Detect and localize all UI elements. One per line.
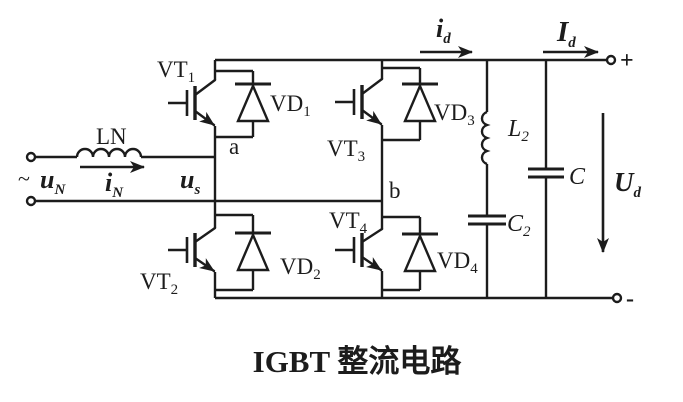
bridge-voltage-label: us: [180, 165, 200, 198]
diagram-caption: IGBT 整流电路: [253, 344, 463, 379]
node-b-label: b: [389, 178, 401, 203]
source-voltage-label: uN: [40, 165, 66, 198]
vt3-emitter: [360, 108, 383, 126]
dc-terminal-minus: [611, 292, 623, 304]
vd4-label: VD4: [437, 248, 478, 277]
igbt-module-vt4: VT4 VD4: [329, 208, 478, 292]
ac-tilde: ~: [18, 166, 30, 191]
output-voltage-label: Ud: [614, 167, 642, 201]
igbt-module-vt3: VT3 VD3: [327, 66, 475, 165]
l2-inductor-coil: [480, 110, 491, 166]
vt1-label: VT1: [157, 57, 195, 86]
vt3-label: VT3: [327, 136, 365, 165]
dc-filter-section: L2 C2 C: [468, 60, 586, 298]
vd2-label: VD2: [280, 254, 321, 283]
l2-label: L2: [507, 116, 529, 145]
vt3-collector: [360, 77, 384, 96]
node-a-label: a: [229, 134, 239, 159]
vd4-diode-triangle: [403, 232, 437, 273]
ac-terminal-top: [25, 151, 37, 163]
plus-sign: +: [620, 48, 634, 74]
vt1-collector: [193, 78, 217, 97]
igbt-module-vt2: VT2 VD2: [140, 213, 321, 298]
vt4-collector: [360, 227, 384, 244]
c2-label: C2: [507, 211, 531, 240]
ac-terminal-bottom: [25, 195, 37, 207]
vt1-emitter: [193, 109, 216, 127]
vd3-label: VD3: [434, 100, 475, 129]
load-current-label: Id: [556, 16, 576, 51]
line-inductor-label: LN: [96, 124, 127, 149]
vt2-collector: [193, 226, 217, 244]
vt2-emitter: [193, 256, 216, 273]
igbt-module-vt1: VT1 VD1: [157, 57, 311, 139]
ac-input-section: ~ uN LN iN us: [18, 124, 382, 207]
vd3-diode-triangle: [403, 82, 437, 123]
c-capacitor-plates: [528, 167, 564, 179]
vd2-diode-triangle: [236, 231, 270, 272]
minus-sign: -: [626, 286, 634, 312]
rectified-current-label: id: [436, 14, 451, 47]
ln-inductor-coil: [75, 147, 143, 158]
vd1-label: VD1: [270, 91, 311, 120]
vt4-emitter: [360, 255, 383, 272]
c-label: C: [569, 164, 586, 190]
c2-capacitor-plates: [468, 214, 506, 226]
vt4-label: VT4: [329, 208, 368, 237]
vt2-label: VT2: [140, 269, 178, 298]
dc-terminal-plus: [605, 54, 617, 66]
vd1-diode-triangle: [236, 82, 270, 123]
dc-output-section: id Id Ud + -: [420, 14, 642, 312]
line-current-label: iN: [105, 168, 124, 201]
